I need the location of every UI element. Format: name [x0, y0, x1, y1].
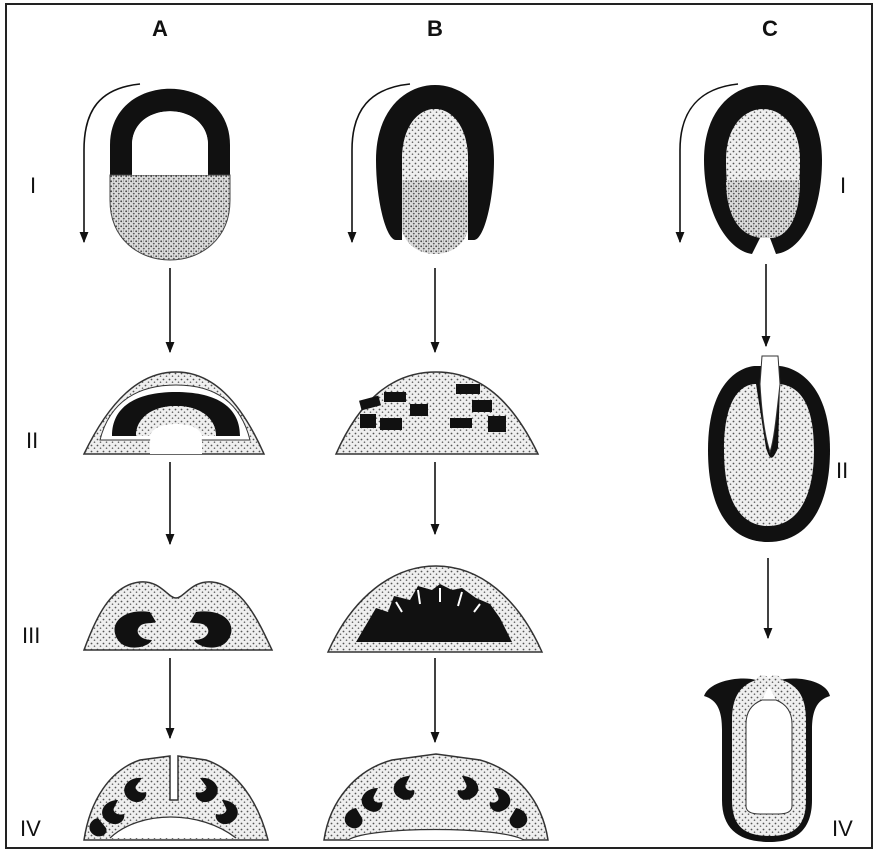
- stage-label-iii-left: III: [22, 623, 40, 648]
- stage-label-ii-left: II: [26, 428, 38, 453]
- column-b: [324, 84, 548, 840]
- column-a: [84, 84, 272, 840]
- b-stage-i-oocyte: [376, 85, 494, 254]
- c-stage-i-oocyte: [704, 85, 822, 254]
- stage-label-i-left: I: [30, 173, 36, 198]
- stage-label-i-right: I: [840, 173, 846, 198]
- b-stage-ii-embryo: [336, 372, 538, 454]
- a-stage-iv-embryo: [84, 756, 268, 840]
- a-stage-ii-embryo: [84, 372, 264, 454]
- stage-label-iv-left: IV: [20, 816, 41, 841]
- column-label-b: B: [427, 16, 443, 41]
- b-stage-iv-embryo: [324, 754, 548, 840]
- column-label-c: C: [762, 16, 778, 41]
- c-stage-iv-embryo: [704, 675, 830, 842]
- a-stage-iii-embryo: [84, 582, 272, 650]
- c-stage-ii-embryo: [708, 356, 830, 542]
- a-stage-i-oocyte: [110, 89, 230, 260]
- column-label-a: A: [152, 16, 168, 41]
- stage-label-iv-right: IV: [832, 816, 853, 841]
- b-stage-iii-embryo: [328, 566, 542, 652]
- stage-label-ii-right: II: [836, 458, 848, 483]
- column-c: [680, 84, 830, 842]
